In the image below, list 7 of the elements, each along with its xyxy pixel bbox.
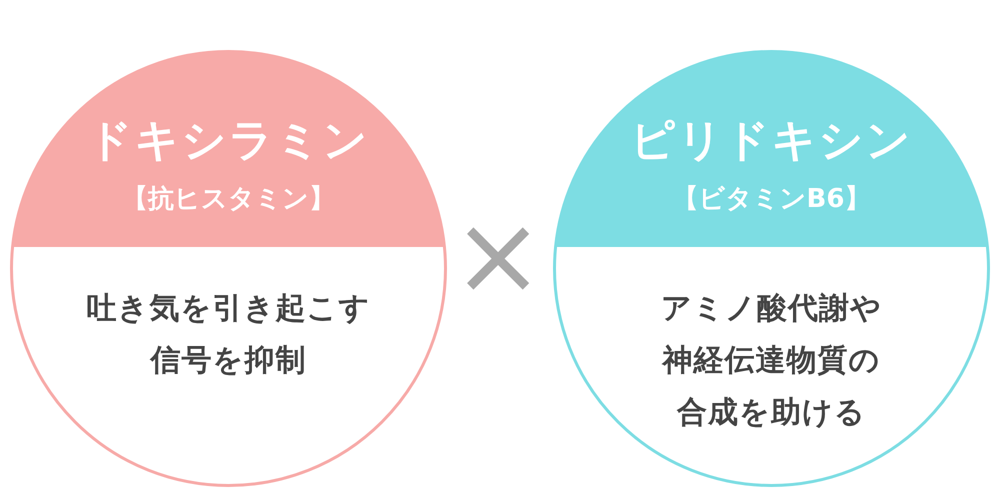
- drug-name: ドキシラミン: [86, 114, 370, 168]
- description-text: アミノ酸代謝や神経伝達物質の合成を助ける: [660, 290, 883, 432]
- category-label: 【抗ヒスタミン】: [121, 183, 336, 216]
- category-label: 【ビタミンB6】: [672, 183, 872, 216]
- description-text: 吐き気を引き起こす信号を抑制: [86, 290, 372, 380]
- multiplication-sign: ×: [452, 200, 544, 310]
- drug-name: ピリドキシン: [630, 114, 914, 168]
